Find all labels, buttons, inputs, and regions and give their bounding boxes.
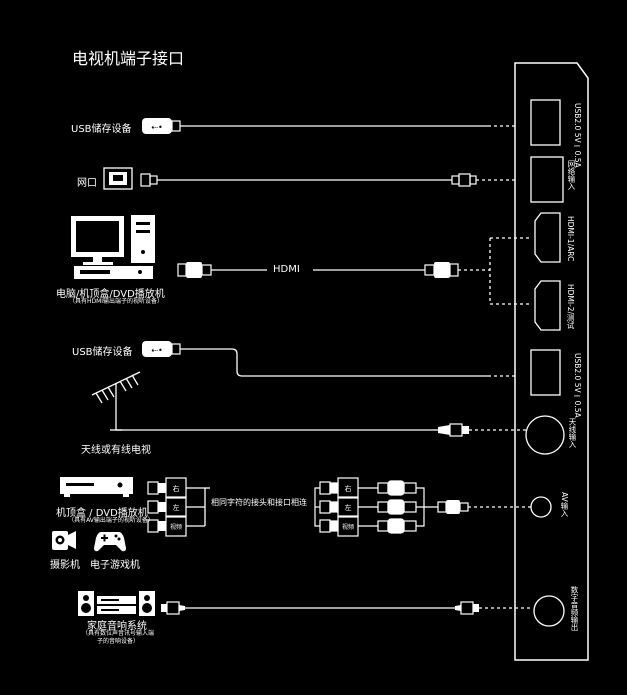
rca-label-left-mid: 左 — [345, 503, 352, 512]
hdmi-port-2 — [534, 280, 561, 331]
label-stb-dvd: 机顶盒 / DVD播放机 — [56, 508, 148, 519]
label-stb-dvd-note: （具有AV输出端子的视听设备） — [68, 517, 154, 524]
label-pc-dvd: 电脑/机顶盒/DVD播放机 — [56, 289, 165, 300]
label-usb-device-1: USB储存设备 — [71, 124, 132, 135]
usb-drive-icon: ⇠• — [142, 118, 181, 134]
port-label-usb-2: USB2.0 5V⎓0.5A — [573, 353, 582, 418]
port-label-antenna: 天线输入 — [568, 418, 577, 448]
usb-cable-2 — [180, 348, 488, 377]
diagram-title: 电视机端子接口 — [72, 49, 185, 68]
rca-label-right-mid: 右 — [345, 484, 352, 493]
rca-label-right-left: 右 — [173, 484, 180, 493]
label-av-note: 相同字符的接头和接口相连 — [211, 498, 307, 507]
rj45-plug-left-icon — [140, 173, 158, 187]
hdmi-port-1 — [534, 212, 561, 263]
antenna-port — [525, 415, 565, 455]
network-socket-icon — [103, 167, 133, 190]
label-hdmi: HDMI — [273, 264, 300, 275]
label-camera: 摄影机 — [50, 560, 80, 571]
rca-plug-right-left — [147, 477, 187, 499]
label-game: 电子游戏机 — [90, 560, 140, 571]
rca-label-video-mid: 视频 — [342, 523, 354, 531]
hdmi-branch-dashed — [458, 237, 531, 305]
label-pc-dvd-note: （具有HDMI输出端子的视听设备） — [68, 298, 164, 305]
av-jack-icon — [437, 500, 469, 514]
label-usb-device-2: USB储存设备 — [72, 347, 133, 358]
game-controller-icon — [94, 532, 126, 552]
tv-back-panel — [514, 62, 589, 661]
label-home-audio: 家庭音响系统 — [87, 621, 147, 632]
optical-plug-right-icon — [455, 601, 479, 615]
usb-drive-icon-2: ⇠• — [142, 341, 181, 357]
optical-plug-left-icon — [161, 601, 185, 615]
av-cables-left-bracket — [186, 487, 210, 527]
rca-label-video-left: 视频 — [170, 523, 182, 531]
port-label-av: AV输入 — [560, 492, 569, 517]
usb-port-2 — [530, 349, 561, 396]
label-home-audio-note: （具有数位声音讯号输入端子的音响设备） — [81, 630, 154, 645]
usb-port-1 — [530, 99, 561, 146]
av-port — [530, 496, 552, 518]
hdmi-plug-left-icon — [177, 262, 212, 278]
port-label-hdmi-1: HDMI-1/ARC — [566, 216, 575, 262]
dvd-player-icon — [60, 477, 133, 497]
rca-label-left-left: 左 — [173, 503, 180, 512]
antenna-icon — [91, 371, 141, 431]
label-antenna: 天线或有线电视 — [81, 445, 151, 456]
rj45-plug-right-icon — [451, 173, 477, 187]
rca-plug-left-left — [147, 496, 187, 518]
label-network: 网口 — [77, 178, 97, 189]
home-audio-icon — [78, 591, 155, 616]
av-plugs-right — [358, 480, 438, 534]
port-label-network: 网络输入 — [567, 160, 576, 190]
digital-audio-port — [533, 595, 565, 627]
svg-text:⇠•: ⇠• — [151, 123, 162, 132]
hdmi-plug-right-icon — [424, 262, 459, 278]
computer-icon — [71, 215, 155, 279]
camcorder-icon — [52, 531, 76, 550]
network-port — [530, 156, 564, 203]
port-label-usb-1: USB2.0 5V⎓0.5A — [573, 103, 582, 168]
port-label-hdmi-2: HDMI-2/测试 — [566, 284, 575, 330]
coax-plug-icon — [438, 423, 469, 437]
svg-text:⇠•: ⇠• — [151, 346, 162, 355]
port-label-digital-audio: 数字音频输出 — [570, 586, 579, 631]
